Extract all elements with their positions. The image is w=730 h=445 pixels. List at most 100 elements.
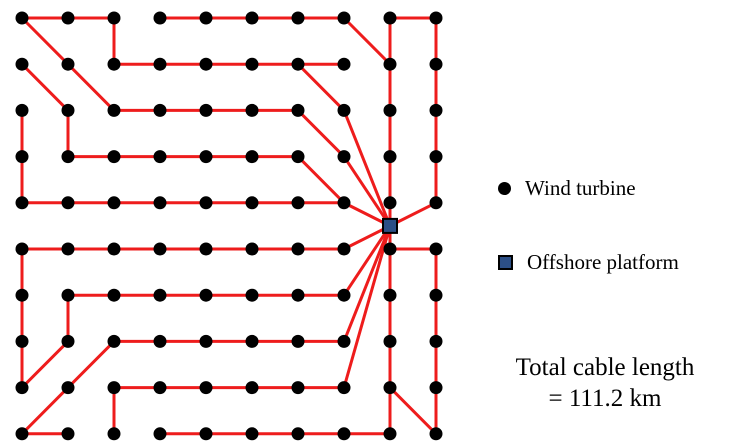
- wind-turbine-3-7: [337, 150, 351, 164]
- wind-turbine-9-8: [383, 427, 397, 441]
- cable-string-24: [160, 225, 392, 436]
- wind-turbine-4-4: [199, 196, 213, 210]
- total-cable-length-label: Total cable length: [515, 354, 695, 381]
- wind-turbine-0-2: [107, 11, 121, 25]
- turbine-grid: [15, 11, 443, 441]
- wind-turbine-6-3: [153, 288, 167, 302]
- wind-turbine-3-0: [15, 150, 29, 164]
- cable-string-12: [342, 16, 392, 66]
- offshore-platform: [382, 217, 398, 234]
- wind-turbine-4-5: [245, 196, 259, 210]
- cable-string-2: [20, 63, 391, 228]
- wind-turbine-9-1: [61, 427, 75, 441]
- wind-turbine-5-6: [291, 242, 305, 256]
- wind-turbine-7-2: [107, 334, 121, 348]
- wind-turbine-8-6: [291, 381, 305, 395]
- wind-turbine-0-5: [245, 11, 259, 25]
- wind-turbine-1-0: [15, 57, 29, 71]
- wind-turbine-1-9: [429, 57, 443, 71]
- wind-turbine-5-9: [429, 242, 443, 256]
- wind-turbine-5-7: [337, 242, 351, 256]
- wind-turbine-8-9: [429, 381, 443, 395]
- wind-turbine-1-1: [61, 57, 75, 71]
- total-cable-length: Total cable length = 111.2 km: [470, 352, 730, 414]
- wind-turbine-1-5: [245, 57, 259, 71]
- cable-network: [20, 16, 438, 436]
- cable-string-13: [389, 16, 438, 228]
- wind-turbine-5-2: [107, 242, 121, 256]
- wind-turbine-9-9: [429, 427, 443, 441]
- wind-turbine-9-5: [245, 427, 259, 441]
- wind-turbine-7-4: [199, 334, 213, 348]
- wind-turbine-3-2: [107, 150, 121, 164]
- cable-string-22: [20, 225, 392, 435]
- wind-turbine-1-3: [153, 57, 167, 71]
- cable-string-21: [20, 225, 392, 389]
- cable-string-23: [112, 225, 392, 434]
- wind-turbine-9-4: [199, 427, 213, 441]
- wind-turbine-4-2: [107, 196, 121, 210]
- wind-turbine-3-8: [383, 150, 397, 164]
- platform-layer: [382, 217, 398, 234]
- wind-turbine-2-9: [429, 103, 443, 117]
- wind-turbine-0-0: [15, 11, 29, 25]
- wind-turbine-8-8: [383, 381, 397, 395]
- wind-turbine-8-4: [199, 381, 213, 395]
- wind-turbine-9-6: [291, 427, 305, 441]
- wind-turbine-3-6: [291, 150, 305, 164]
- wind-turbine-8-5: [245, 381, 259, 395]
- wind-turbine-1-4: [199, 57, 213, 71]
- wind-turbine-9-3: [153, 427, 167, 441]
- wind-turbine-1-6: [291, 57, 305, 71]
- cable-string-5: [68, 16, 116, 65]
- wind-turbine-7-0: [15, 334, 29, 348]
- wind-turbine-6-4: [199, 288, 213, 302]
- total-cable-length-value: = 111.2 km: [548, 385, 662, 412]
- wind-turbine-4-7: [337, 196, 351, 210]
- wind-turbine-2-6: [291, 103, 305, 117]
- legend-turbine: Wind turbine: [498, 178, 636, 199]
- wind-turbine-9-2: [107, 427, 121, 441]
- wind-turbine-0-6: [291, 11, 305, 25]
- wind-turbine-3-3: [153, 150, 167, 164]
- wind-turbine-5-8: [383, 242, 397, 256]
- wind-turbine-6-0: [15, 288, 29, 302]
- wind-turbine-0-7: [337, 11, 351, 25]
- legend-platform-label: Offshore platform: [527, 250, 679, 274]
- wind-turbine-4-6: [291, 196, 305, 210]
- wind-turbine-8-0: [15, 381, 29, 395]
- wind-turbine-8-7: [337, 381, 351, 395]
- wind-turbine-2-2: [107, 103, 121, 117]
- wind-turbine-7-1: [61, 334, 75, 348]
- wind-turbine-6-5: [245, 288, 259, 302]
- wind-farm-layout-diagram: [15, 11, 443, 441]
- cable-string-19: [388, 225, 438, 436]
- wind-turbine-7-5: [245, 334, 259, 348]
- wind-turbine-2-3: [153, 103, 167, 117]
- wind-turbine-5-5: [245, 242, 259, 256]
- wind-turbine-2-0: [15, 103, 29, 117]
- wind-turbine-8-3: [153, 381, 167, 395]
- wind-turbine-5-1: [61, 242, 75, 256]
- wind-turbine-5-4: [199, 242, 213, 256]
- wind-turbine-2-7: [337, 103, 351, 117]
- wind-turbine-7-6: [291, 334, 305, 348]
- wind-turbine-6-8: [383, 288, 397, 302]
- wind-turbine-1-8: [383, 57, 397, 71]
- wind-turbine-2-5: [245, 103, 259, 117]
- wind-turbine-6-2: [107, 288, 121, 302]
- wind-turbine-3-5: [245, 150, 259, 164]
- wind-turbine-7-3: [153, 334, 167, 348]
- wind-turbine-4-0: [15, 196, 29, 210]
- wind-turbine-2-8: [383, 103, 397, 117]
- legend-turbine-label: Wind turbine: [525, 176, 636, 200]
- wind-turbine-0-8: [383, 11, 397, 25]
- wind-turbine-6-6: [291, 288, 305, 302]
- wind-turbine-7-7: [337, 334, 351, 348]
- wind-turbine-7-9: [429, 334, 443, 348]
- wind-turbine-1-2: [107, 57, 121, 71]
- wind-turbine-3-9: [429, 150, 443, 164]
- offshore-platform-icon: [498, 255, 513, 270]
- wind-turbine-3-4: [199, 150, 213, 164]
- wind-turbine-2-4: [199, 103, 213, 117]
